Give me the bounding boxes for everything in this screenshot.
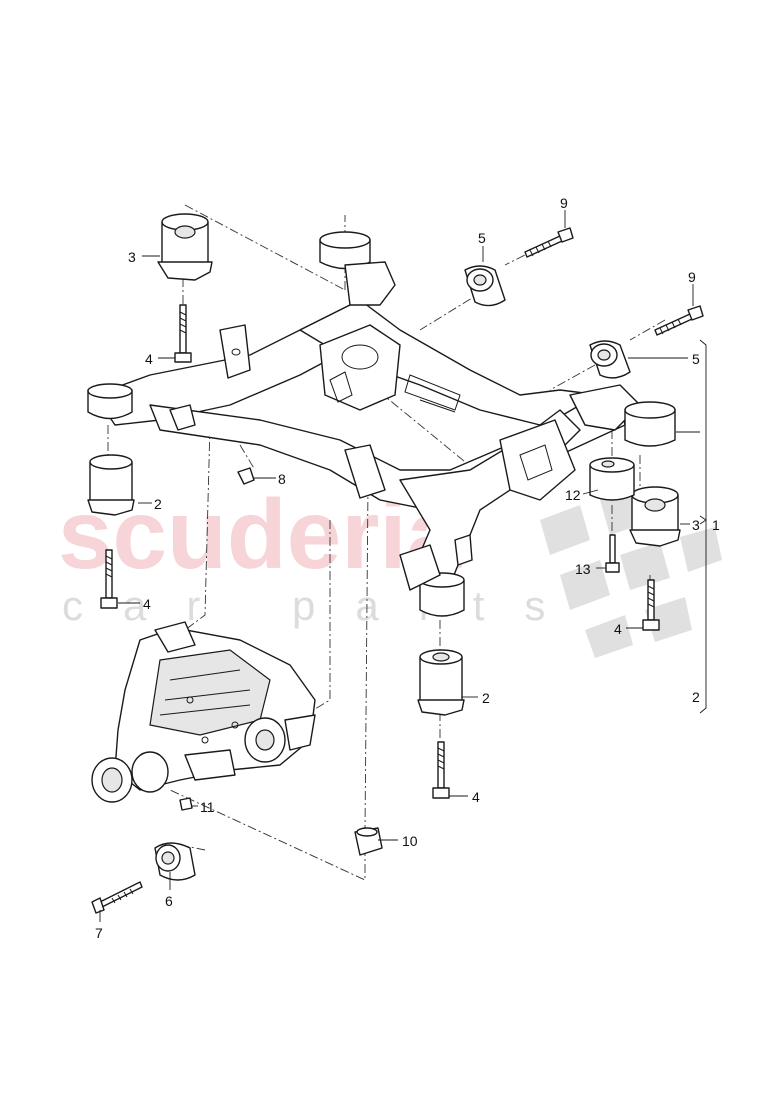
bush-2-center <box>417 649 465 716</box>
callout-6: 6 <box>165 893 173 909</box>
callout-4-right: 4 <box>614 621 622 637</box>
callout-8: 8 <box>278 471 286 487</box>
bolt-4-right <box>642 579 660 631</box>
callout-2-left: 2 <box>154 496 162 512</box>
bush-2-left <box>87 454 135 516</box>
rear-differential <box>91 621 316 803</box>
bush-6 <box>154 842 196 881</box>
callout-3-right: 3 <box>692 517 700 533</box>
callout-9-lower: 9 <box>688 269 696 285</box>
bush-3-right <box>629 486 681 547</box>
bush-5-upper <box>464 265 506 307</box>
bush-3-upper-left <box>157 213 213 281</box>
callout-2-center: 2 <box>482 690 490 706</box>
callout-11: 11 <box>200 799 215 815</box>
callout-4-left: 4 <box>143 596 151 612</box>
callout-12: 12 <box>565 487 581 503</box>
bush-5-lower <box>589 340 631 379</box>
callout-2-right: 2 <box>692 689 700 705</box>
callout-4-upper: 4 <box>145 351 153 367</box>
mount-10 <box>354 827 383 856</box>
bolt-13 <box>605 534 620 573</box>
assembly-lines <box>107 204 666 881</box>
callout-labels: 3 4 2 4 8 5 9 9 5 12 3 1 13 4 2 2 4 11 1… <box>95 195 720 941</box>
bolt-9-lower <box>654 305 704 336</box>
callout-3-upper: 3 <box>128 249 136 265</box>
callout-1: 1 <box>712 517 720 533</box>
checkered-flag-watermark <box>540 488 722 658</box>
bolt-4-left <box>100 549 118 609</box>
leader-lines <box>99 210 707 922</box>
nut-11 <box>179 797 193 811</box>
callout-10: 10 <box>402 833 418 849</box>
bolt-4-center <box>432 741 450 799</box>
callout-13: 13 <box>575 561 591 577</box>
callout-7: 7 <box>95 925 103 941</box>
buffer-12 <box>589 457 635 501</box>
callout-5-lower: 5 <box>692 351 700 367</box>
callout-5-upper: 5 <box>478 230 486 246</box>
bolt-4-upper-left <box>174 304 192 363</box>
clip-8 <box>237 467 255 485</box>
bolt-7 <box>91 881 143 914</box>
watermark-tagline: car parts <box>62 582 585 629</box>
bolt-9-upper <box>524 227 574 258</box>
callout-9-upper: 9 <box>560 195 568 211</box>
rear-subframe <box>87 231 676 617</box>
callout-4-center: 4 <box>472 789 480 805</box>
